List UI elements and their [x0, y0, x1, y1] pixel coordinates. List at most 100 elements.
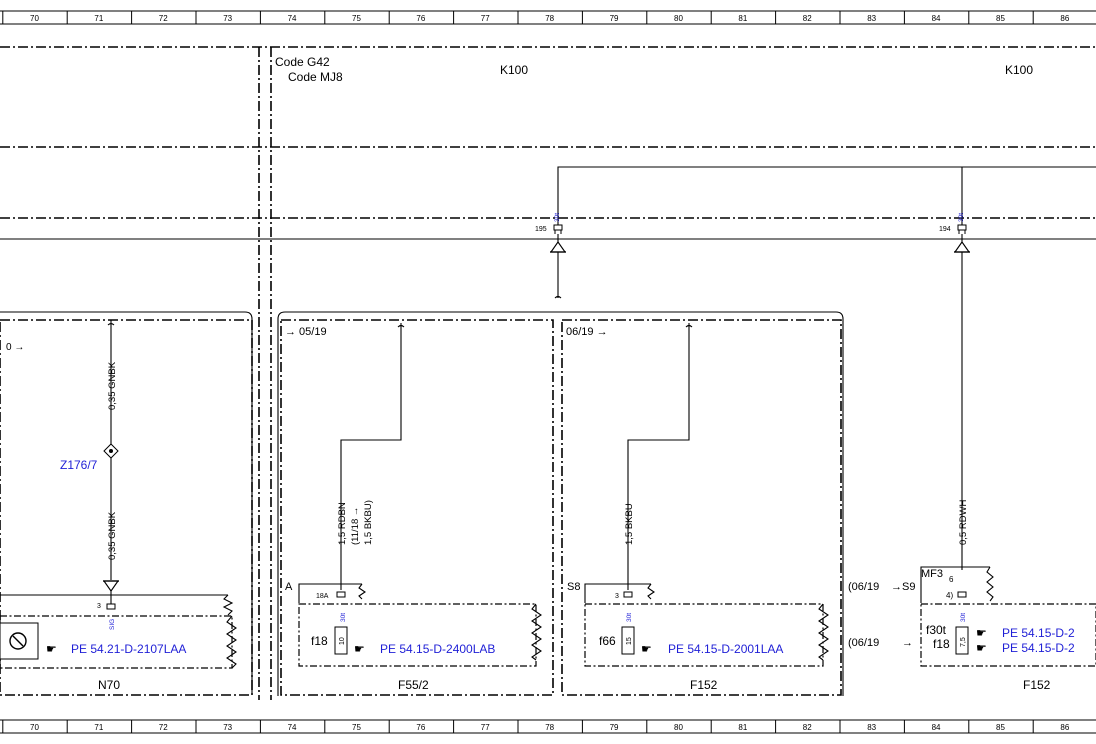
bus-arrow-symbol-left: [549, 241, 567, 253]
f152b-label: F152: [1023, 678, 1051, 692]
f55-fuse-icon: [334, 626, 348, 655]
f152b-wire: 0,5 RDWH: [958, 499, 969, 545]
f152a-ref-link[interactable]: PE 54.15-D-2001LAA: [668, 642, 783, 656]
top-ruler-number: 76: [416, 14, 425, 23]
top-ruler-number: 81: [738, 14, 747, 23]
section-f152-a: 06/19 → 1,5 BKBU S8 3 30t 15 f66 ☛ PE 54…: [561, 319, 842, 696]
top-ruler-number: 71: [94, 14, 103, 23]
f55-pin-sig: 30t: [340, 613, 347, 622]
bottom-ruler-number: 78: [545, 723, 554, 732]
f152a-connector: S8: [567, 581, 580, 593]
pin-30t-195: 30t: [554, 213, 561, 222]
code-label-2: Code MJ8: [288, 70, 343, 84]
f55-ref-link[interactable]: PE 54.15-D-2400LAB: [380, 642, 495, 656]
n70-sig: SIG: [109, 619, 116, 630]
n70-date-arrow: 0 →: [6, 342, 24, 353]
pin-195: 195: [535, 226, 547, 233]
f152b-date-s9: (06/19: [848, 581, 879, 593]
n70-label: N70: [98, 678, 120, 692]
f55-label: F55/2: [398, 678, 429, 692]
top-ruler-number: 72: [159, 14, 168, 23]
f152a-fuse-name: f66: [599, 634, 616, 648]
code-label-1: Code G42: [275, 55, 330, 69]
bottom-ruler-number: 71: [94, 723, 103, 732]
top-ruler-number: 78: [545, 14, 554, 23]
top-ruler-number: 86: [1060, 14, 1069, 23]
top-ruler-number: 75: [352, 14, 361, 23]
bottom-ruler-number: 79: [610, 723, 619, 732]
n70-ref-link[interactable]: PE 54.21-D-2107LAA: [71, 642, 186, 656]
bottom-ruler-number: 77: [481, 723, 490, 732]
f152b-date2-arrow: →: [902, 637, 913, 649]
bottom-ruler-number: 70: [30, 723, 39, 732]
pin-30t-194: 30t: [958, 213, 965, 222]
f55-hand-icon: ☛: [354, 642, 365, 656]
section-n70: 0 → 0,35 GNBK Z176/7 0,35 GNBK 3 SIG ☛ P…: [0, 311, 253, 696]
f152b-pin-sig: 30t: [960, 613, 967, 622]
pin-194: 194: [939, 226, 951, 233]
f55-wire-alt1: (11/18 →: [350, 507, 361, 545]
k100-wiring: 30t 195 30t 194: [535, 166, 1096, 570]
section-f152-b: 0,5 RDWH MF3 6 4) (06/19 →S9 30t (06/19 …: [848, 499, 1096, 692]
bottom-ruler-number: 83: [867, 723, 876, 732]
f55-wire: 1,5 RDBN: [337, 502, 348, 545]
f152b-s9: →S9: [891, 581, 915, 593]
f152b-fuse-icon: [955, 626, 969, 655]
bottom-ruler-number: 82: [803, 723, 812, 732]
bus-arrow-symbol-right: [953, 241, 971, 253]
f152a-hand-icon: ☛: [641, 642, 652, 656]
n70-arrow-symbol: [102, 580, 120, 592]
top-ruler-number: 83: [867, 14, 876, 23]
bottom-ruler-number: 76: [416, 723, 425, 732]
bottom-ruler-number: 72: [159, 723, 168, 732]
f152b-ref-link-1[interactable]: PE 54.15-D-2: [1002, 626, 1075, 640]
f152b-pin: 6: [949, 575, 954, 584]
bottom-ruler-number: 81: [738, 723, 747, 732]
n70-hand-icon: ☛: [46, 642, 57, 656]
n70-component-box: [0, 622, 39, 660]
f152b-fuse-name2: f18: [933, 637, 950, 651]
f152a-date: 06/19 →: [566, 326, 608, 338]
f55-pin: 18A: [316, 593, 329, 600]
top-ruler-number: 70: [30, 14, 39, 23]
bottom-ruler-number: 85: [996, 723, 1005, 732]
bottom-ruler-number: 80: [674, 723, 683, 732]
f152a-fuse-icon: [621, 626, 635, 655]
top-ruler-number: 85: [996, 14, 1005, 23]
f152b-fuse-value: 7,5: [960, 637, 967, 647]
bottom-ruler-number: 73: [223, 723, 232, 732]
f55-date: → 05/19: [285, 326, 327, 338]
f55-fuse-value: 10: [339, 637, 346, 645]
k100-label-left: K100: [500, 63, 528, 77]
f152a-pin-sig: 30t: [626, 613, 633, 622]
top-ruler-number: 84: [932, 14, 941, 23]
f152b-hand-icon-1: ☛: [976, 626, 987, 640]
f152a-pin: 3: [615, 593, 619, 600]
f152a-label: F152: [690, 678, 718, 692]
top-ruler-number: 73: [223, 14, 232, 23]
top-ruler-number: 79: [610, 14, 619, 23]
top-ruler-number: 80: [674, 14, 683, 23]
splice-label[interactable]: Z176/7: [60, 458, 98, 472]
f55-connector: A: [285, 581, 293, 593]
f152b-connector: MF3: [921, 568, 943, 580]
bottom-ruler-number: 74: [288, 723, 297, 732]
f152b-fuse-name1: f30t: [926, 623, 947, 637]
f152a-fuse-value: 15: [626, 637, 633, 645]
bottom-ruler-number: 84: [932, 723, 941, 732]
f55-wire-alt2: 1,5 BKBU): [363, 500, 374, 545]
f152b-date2: (06/19: [848, 637, 879, 649]
f152a-wire: 1,5 BKBU: [624, 503, 635, 545]
f152b-hand-icon-2: ☛: [976, 641, 987, 655]
f55-fuse-name: f18: [311, 634, 328, 648]
n70-wire-top: 0,35 GNBK: [107, 361, 118, 410]
bottom-ruler-number: 86: [1060, 723, 1069, 732]
section-f55-2: → 05/19 1,5 RDBN (11/18 → 1,5 BKBU) A 18…: [277, 311, 844, 696]
f152b-ref-link-2[interactable]: PE 54.15-D-2: [1002, 641, 1075, 655]
top-ruler-number: 74: [288, 14, 297, 23]
f152b-note: 4): [946, 591, 953, 600]
top-ruler-number: 82: [803, 14, 812, 23]
